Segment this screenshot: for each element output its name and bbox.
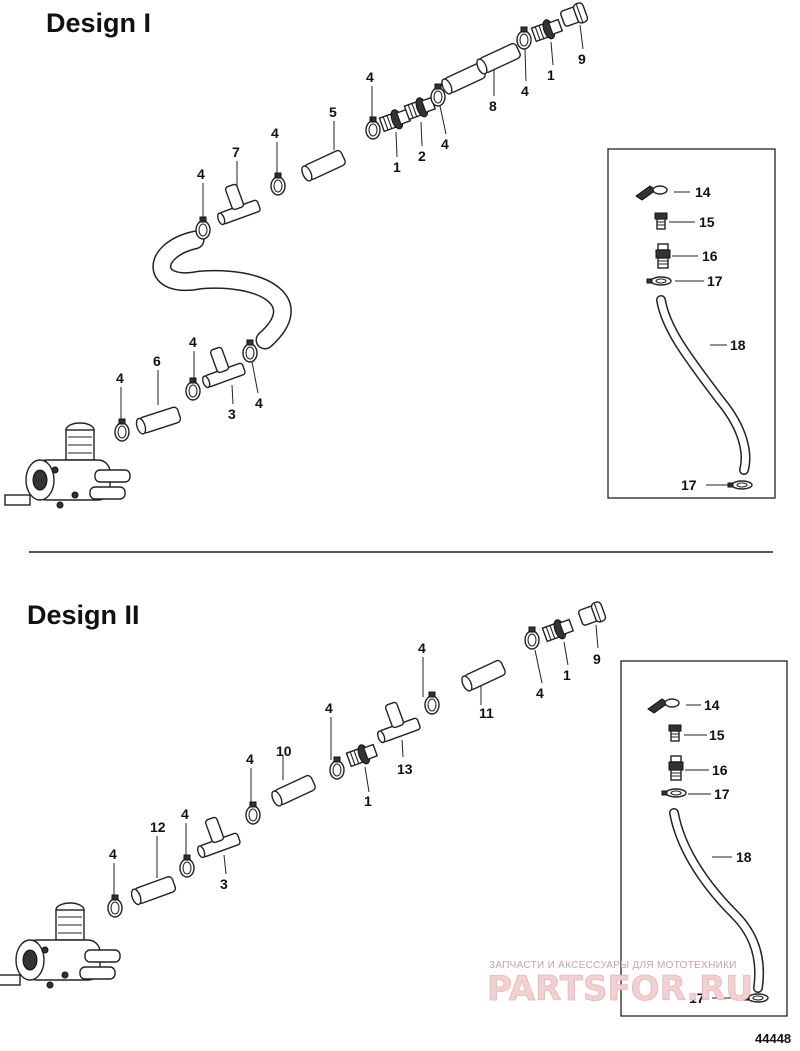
kit-parts-design-1: 14 15 16 17 18 17 [635, 184, 753, 493]
callout-16: 16 [712, 762, 728, 778]
callout-4: 4 [246, 751, 254, 767]
watermark-tagline: ЗАПЧАСТИ И АКСЕССУАРЫ ДЛЯ МОТОТЕХНИКИ [489, 960, 737, 971]
callout-17: 17 [707, 273, 723, 289]
callout-6: 6 [153, 353, 161, 369]
callout-4: 4 [189, 334, 197, 350]
design-2-heading: Design II [27, 600, 140, 630]
callout-5: 5 [329, 104, 337, 120]
callout-3: 3 [228, 406, 236, 422]
callout-1: 1 [563, 667, 571, 683]
callout-1: 1 [364, 793, 372, 809]
design-1-heading: Design I [46, 8, 151, 38]
callout-4: 4 [255, 395, 263, 411]
callout-4: 4 [116, 370, 124, 386]
kit-box-design-2 [620, 660, 788, 1017]
callout-4: 4 [366, 69, 374, 85]
callout-3: 3 [220, 876, 228, 892]
callout-1: 1 [393, 159, 401, 175]
callout-1: 1 [547, 67, 555, 83]
callout-11: 11 [479, 705, 494, 721]
callout-4: 4 [441, 136, 449, 152]
figure-number: 44448 [755, 1031, 791, 1046]
design-2-callouts: 1 1 3 4 4 4 4 4 4 9 10 11 12 13 [109, 624, 601, 898]
kit-parts-design-2 [647, 698, 769, 1003]
design-1-callouts: 1 1 2 3 4 4 4 4 4 4 4 4 5 6 7 8 9 [116, 24, 586, 423]
callout-4: 4 [197, 166, 205, 182]
callout-4: 4 [536, 685, 544, 701]
callout-17: 17 [681, 477, 697, 493]
callout-4: 4 [521, 83, 529, 99]
callout-17: 17 [689, 990, 705, 1006]
callout-15: 15 [699, 214, 715, 230]
callout-12: 12 [150, 819, 166, 835]
callout-16: 16 [702, 248, 718, 264]
callout-9: 9 [578, 51, 586, 67]
callout-2: 2 [418, 148, 426, 164]
callout-4: 4 [271, 125, 279, 141]
callout-4: 4 [418, 640, 426, 656]
callout-4: 4 [181, 806, 189, 822]
callout-4: 4 [325, 700, 333, 716]
callout-18: 18 [736, 849, 752, 865]
callout-10: 10 [276, 743, 292, 759]
callout-4: 4 [109, 846, 117, 862]
callout-15: 15 [709, 727, 725, 743]
callout-7: 7 [232, 144, 240, 160]
callout-14: 14 [695, 184, 711, 200]
callout-13: 13 [397, 761, 413, 777]
callout-18: 18 [730, 337, 746, 353]
watermark-logo: PARTSFOR.RU [487, 969, 753, 1009]
callout-14: 14 [704, 697, 720, 713]
callout-8: 8 [489, 98, 497, 114]
callout-9: 9 [593, 651, 601, 667]
kit-box-design-1 [607, 148, 776, 499]
callout-17: 17 [714, 786, 730, 802]
